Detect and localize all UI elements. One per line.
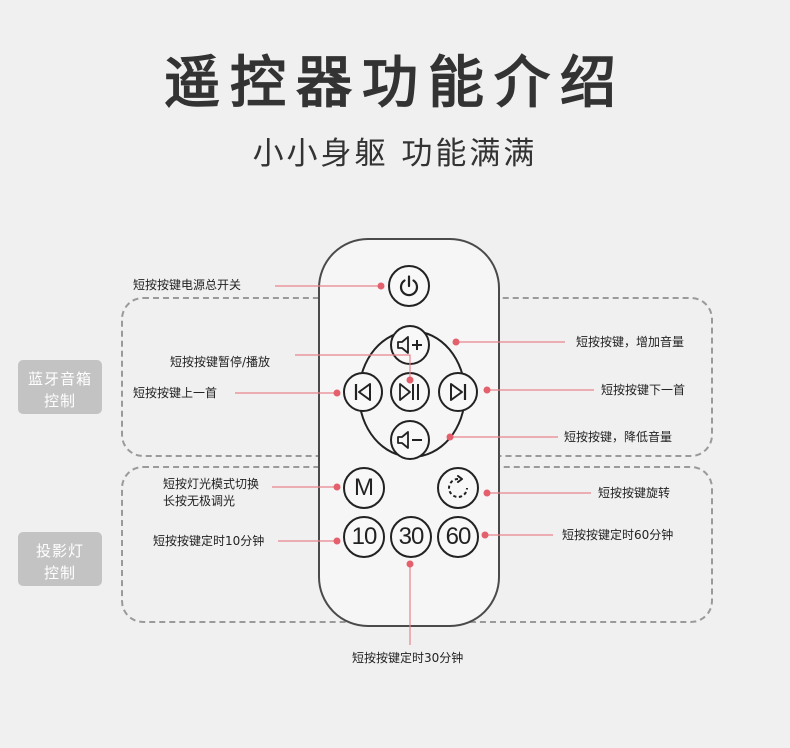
power-button[interactable]	[388, 265, 430, 307]
volume-up-button[interactable]	[390, 325, 430, 365]
timer-30-button-label: 30	[398, 523, 425, 550]
timer-60-button-label: 60	[445, 523, 472, 550]
light-mode-button-label: M	[354, 474, 374, 501]
label-next: 短按按键下一首	[601, 383, 686, 397]
skip-previous-icon	[354, 383, 371, 401]
rotate-button[interactable]	[437, 467, 479, 509]
previous-track-button[interactable]	[343, 372, 383, 412]
label-timer-60: 短按按键定时60分钟	[562, 528, 674, 542]
label-volume-up: 短按按键，增加音量	[576, 335, 685, 349]
bluetooth-group-tag: 蓝牙音箱 控制	[18, 360, 102, 414]
timer-10-button-label: 10	[351, 523, 378, 550]
label-power: 短按按键电源总开关	[133, 278, 242, 292]
play-pause-button[interactable]	[390, 372, 430, 412]
label-light-mode-line2: 长按无极调光	[163, 494, 236, 508]
bluetooth-tag-line1: 蓝牙音箱	[27, 370, 92, 388]
label-timer-10: 短按按键定时10分钟	[153, 534, 265, 548]
label-previous: 短按按键上一首	[133, 386, 218, 400]
label-volume-down: 短按按键，降低音量	[564, 430, 673, 444]
speaker-minus-icon	[397, 431, 422, 449]
label-timer-30: 短按按键定时30分钟	[352, 651, 464, 665]
speaker-plus-icon	[397, 336, 422, 354]
projector-tag-line1: 投影灯	[35, 542, 84, 560]
page-title: 遥控器功能介绍	[164, 51, 626, 116]
label-play-pause: 短按按键暂停/播放	[170, 355, 271, 369]
label-rotate: 短按按键旋转	[598, 486, 671, 500]
page-subtitle: 小小身躯 功能满满	[252, 136, 538, 172]
projector-group-tag: 投影灯 控制	[18, 532, 102, 586]
timer-60-button[interactable]: 60	[437, 516, 479, 558]
projector-tag-line2: 控制	[43, 564, 76, 582]
timer-30-button[interactable]: 30	[390, 516, 432, 558]
label-light-mode-line1: 短按灯光模式切换	[163, 477, 260, 491]
light-mode-button[interactable]: M	[343, 467, 385, 509]
volume-down-button[interactable]	[390, 420, 430, 460]
power-icon	[399, 275, 419, 297]
play-pause-icon	[399, 383, 419, 401]
skip-next-icon	[450, 383, 467, 401]
rotate-icon	[448, 475, 468, 498]
next-track-button[interactable]	[438, 372, 478, 412]
timer-10-button[interactable]: 10	[343, 516, 385, 558]
bluetooth-tag-line2: 控制	[43, 392, 76, 410]
